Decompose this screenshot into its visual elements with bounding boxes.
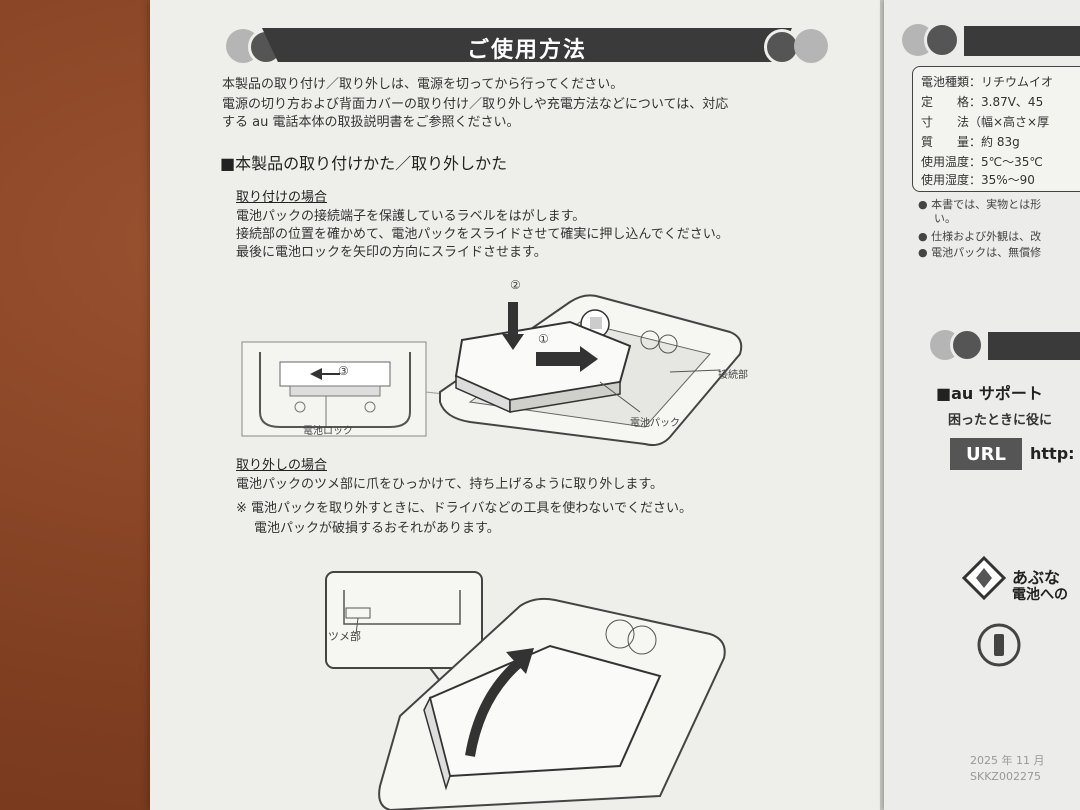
attach-figure bbox=[240, 262, 800, 452]
url-badge: URL bbox=[950, 438, 1022, 470]
paper-fold bbox=[880, 0, 884, 810]
page-title: ご使用方法 bbox=[466, 38, 587, 63]
intro-line-1: 本製品の取り付け／取り外しは、電源を切ってから行ってください。 bbox=[222, 77, 624, 92]
spec-row-3: 寸 法（幅×高さ×厚 bbox=[921, 115, 1050, 129]
bullet-3: ● 電池パックは、無償修 bbox=[918, 246, 1042, 259]
remove-illustration bbox=[325, 571, 726, 810]
remove-figure bbox=[320, 566, 740, 810]
warning-icon bbox=[961, 555, 1007, 601]
step-3-marker: ③ bbox=[338, 364, 349, 378]
support-heading: ■au サポート bbox=[936, 384, 1043, 403]
footer-date: 2025 年 11 月 bbox=[970, 754, 1045, 767]
attach-heading: 取り付けの場合 bbox=[236, 190, 328, 205]
attach-line-3: 最後に電池ロックを矢印の方向にスライドさせます。 bbox=[236, 245, 547, 260]
remove-note-1: ※ 電池パックを取り外すときに、ドライバなどの工具を使わないでください。 bbox=[236, 501, 692, 516]
label-battery-lock: 電池ロック bbox=[303, 426, 353, 437]
spec-row-4: 質 量：約 83g bbox=[921, 135, 1020, 149]
right-banner-2 bbox=[930, 328, 1080, 364]
adjacent-sheet: 電池種類：リチウムイオ 定 格：3.87V、45 寸 法（幅×高さ×厚 質 量：… bbox=[884, 0, 1080, 810]
instruction-sheet: ご使用方法 本製品の取り付け／取り外しは、電源を切ってから行ってください。 電源… bbox=[150, 0, 880, 810]
step-2-marker: ② bbox=[510, 278, 521, 292]
bullet-2: ● 仕様および外観は、改 bbox=[918, 230, 1042, 243]
label-tab: ツメ部 bbox=[328, 630, 361, 643]
spec-row-6: 使用湿度：35%～90 bbox=[921, 173, 1035, 187]
label-connector: 接続部 bbox=[718, 370, 748, 381]
title-banner: ご使用方法 bbox=[222, 22, 832, 70]
footer-code: SKKZ002275 bbox=[970, 770, 1041, 783]
attach-line-1: 電池パックの接続端子を保護しているラベルをはがします。 bbox=[236, 209, 586, 224]
spec-row-1: 電池種類：リチウムイオ bbox=[921, 75, 1054, 89]
banner-bar bbox=[262, 28, 792, 62]
recycle-icon bbox=[976, 622, 1022, 668]
intro-line-3: する au 電話本体の取扱説明書をご参照ください。 bbox=[222, 115, 520, 130]
warning-line-1: あぶな bbox=[1012, 568, 1061, 587]
remove-note-2: 電池パックが破損するおそれがあります。 bbox=[254, 521, 500, 536]
section-heading: ■本製品の取り付けかた／取り外しかた bbox=[220, 154, 508, 173]
spec-row-2: 定 格：3.87V、45 bbox=[921, 95, 1044, 109]
attach-illustration bbox=[241, 294, 743, 447]
remove-line-1: 電池パックのツメ部に爪をひっかけて、持ち上げるように取り外します。 bbox=[236, 477, 664, 492]
intro-line-2: 電源の切り方および背面カバーの取り付け／取り外しや充電方法などについては、対応 bbox=[222, 97, 729, 112]
attach-line-2: 接続部の位置を確かめて、電池パックをスライドさせて確実に押し込んでください。 bbox=[236, 227, 729, 242]
spec-box: 電池種類：リチウムイオ 定 格：3.87V、45 寸 法（幅×高さ×厚 質 量：… bbox=[912, 66, 1080, 192]
spec-row-5: 使用温度：5℃～35℃ bbox=[921, 155, 1043, 169]
step-1-marker: ① bbox=[538, 332, 549, 346]
url-text: http: bbox=[1030, 444, 1075, 463]
support-sub: 困ったときに役に bbox=[948, 413, 1053, 428]
bullet-1: ● 本書では、実物とは形 bbox=[918, 198, 1042, 211]
bullet-1b: い。 bbox=[934, 212, 956, 225]
label-battery-pack: 電池パック bbox=[630, 418, 680, 429]
warning-line-2: 電池への bbox=[1012, 587, 1068, 603]
right-banner bbox=[898, 22, 1080, 58]
remove-heading: 取り外しの場合 bbox=[236, 458, 328, 473]
decor-dots-right bbox=[762, 28, 832, 65]
